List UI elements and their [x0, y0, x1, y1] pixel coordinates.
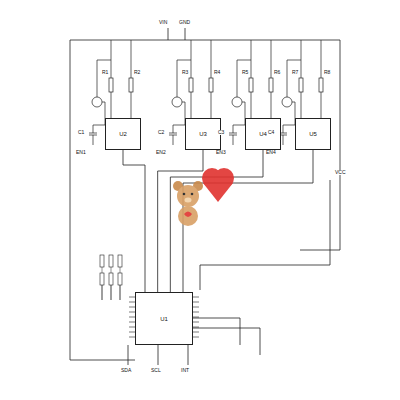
resistor-symbol	[109, 255, 113, 267]
signal-wire	[188, 345, 189, 365]
gate-wire	[287, 60, 301, 125]
resistor-symbol	[100, 255, 104, 267]
supply-wire	[168, 28, 169, 40]
controller-ic: U1	[135, 292, 193, 345]
resistor-symbol	[299, 78, 303, 92]
gate-wire	[237, 60, 251, 125]
net-label: C3	[217, 130, 225, 135]
signal-wire	[170, 150, 263, 292]
net-label: R6	[273, 70, 281, 75]
resistor-symbol	[189, 78, 193, 92]
channel-ic: U3	[185, 118, 221, 150]
ic-pin	[193, 297, 199, 298]
net-label: EN3	[215, 150, 227, 155]
net-label: VIN	[158, 20, 168, 25]
net-label: EN4	[265, 150, 277, 155]
signal-wire	[158, 150, 203, 292]
part-reference: U3	[199, 131, 207, 137]
transistor-symbol	[172, 97, 182, 107]
net-label: GND	[178, 20, 191, 25]
resistor-symbol	[269, 78, 273, 92]
ic-pin	[193, 307, 199, 308]
signal-wire	[123, 150, 145, 292]
net-label: VCC	[334, 170, 347, 175]
capacitor-symbol	[229, 125, 237, 145]
ic-pin	[193, 317, 199, 318]
capacitor-wire	[173, 125, 185, 126]
net-label: R4	[213, 70, 221, 75]
net-label: SCL	[150, 368, 162, 373]
bear-body	[178, 206, 198, 226]
frame-wire	[70, 40, 135, 360]
gate-wire	[177, 60, 191, 125]
resistor-symbol	[118, 273, 122, 285]
signal-wire	[193, 328, 260, 355]
resistor-symbol	[109, 78, 113, 92]
supply-wire	[70, 40, 340, 250]
transistor-symbol	[232, 97, 242, 107]
net-label: SDA	[120, 368, 132, 373]
resistor-symbol	[118, 255, 122, 267]
capacitor-wire	[93, 125, 105, 126]
ic-pin	[193, 337, 199, 338]
heart-balloon	[203, 183, 233, 202]
net-label: R1	[101, 70, 109, 75]
net-label: R5	[241, 70, 249, 75]
channel-ic: U5	[295, 118, 331, 150]
ic-pin	[193, 302, 199, 303]
net-label: INT	[180, 368, 190, 373]
resistor-symbol	[129, 78, 133, 92]
gate-wire	[97, 60, 111, 125]
bear-heart	[184, 212, 192, 218]
channel-ic: U4	[245, 118, 281, 150]
net-label: EN1	[75, 150, 87, 155]
capacitor-symbol	[89, 125, 97, 145]
transistor-symbol	[282, 97, 292, 107]
part-reference: U1	[160, 316, 168, 322]
net-label: C1	[77, 130, 85, 135]
capacitor-wire	[283, 125, 295, 126]
resistor-lead	[102, 285, 103, 300]
net-label: C4	[267, 130, 275, 135]
resistor-symbol	[109, 273, 113, 285]
resistor-lead	[120, 285, 121, 300]
net-label: R2	[133, 70, 141, 75]
part-reference: U5	[309, 131, 317, 137]
bear-snout	[185, 198, 192, 203]
net-label: R8	[323, 70, 331, 75]
capacitor-wire	[233, 125, 245, 126]
ic-pin	[193, 312, 199, 313]
signal-wire	[158, 345, 159, 365]
bear-eye	[183, 193, 186, 196]
resistor-lead	[111, 285, 112, 300]
transistor-symbol	[92, 97, 102, 107]
resistor-symbol	[100, 273, 104, 285]
part-reference: U2	[119, 131, 127, 137]
ic-pin	[193, 327, 199, 328]
signal-wire	[128, 345, 129, 365]
bear-head	[177, 185, 199, 207]
net-label: R3	[181, 70, 189, 75]
net-label: R7	[291, 70, 299, 75]
bear-eye	[191, 193, 194, 196]
net-label: EN2	[155, 150, 167, 155]
channel-ic: U2	[105, 118, 141, 150]
resistor-symbol	[209, 78, 213, 92]
ic-pin	[193, 332, 199, 333]
net-label: C2	[157, 130, 165, 135]
capacitor-symbol	[169, 125, 177, 145]
ic-pin	[193, 322, 199, 323]
resistor-symbol	[319, 78, 323, 92]
signal-wire	[200, 180, 330, 290]
signal-wire	[193, 318, 240, 345]
resistor-symbol	[249, 78, 253, 92]
ground-wire	[185, 28, 186, 40]
signal-wire	[183, 150, 313, 292]
part-reference: U4	[259, 131, 267, 137]
